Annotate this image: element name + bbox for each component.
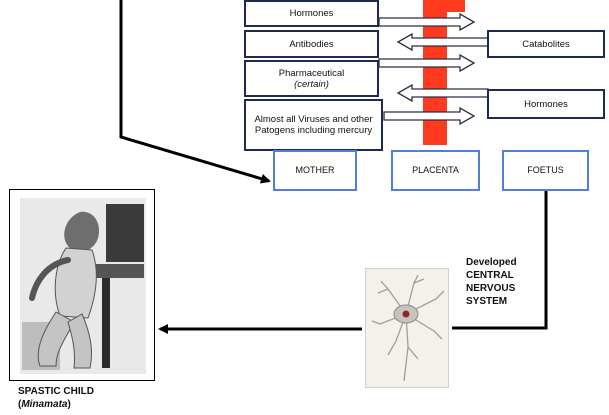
caption-title: SPASTIC CHILD [18,386,94,397]
caption-subtitle-line: (Minamata) [18,399,71,410]
arrow-hormones-right [378,12,476,32]
hormones-box: Hormones [244,0,379,27]
foetus-label: FOETUS [527,165,564,175]
arrow-hormones-left [396,83,489,103]
spastic-child-photo [9,189,155,381]
hormones-label: Hormones [289,8,334,19]
foetal-hormones-label: Hormones [524,98,568,110]
cns-line-4: SYSTEM [466,296,508,307]
foetus-box: FOETUS [502,150,589,191]
cns-line-1: Developed [466,257,517,268]
arrow-viruses-right [383,106,476,126]
antibodies-box: Antibodies [244,30,379,58]
child-photo-illustration [20,198,146,374]
exchange-arrows [378,12,489,126]
mother-label: MOTHER [295,165,335,175]
placenta-box: PLACENTA [391,150,480,191]
catabolites-box: Catabolites [487,30,605,58]
caption-subtitle: Minamata [21,399,68,410]
foetal-hormones-box: Hormones [487,89,605,119]
cns-line-3: NERVOUS [466,283,516,294]
viruses-box: Almost all Viruses and other Patogens in… [244,99,383,151]
pharmaceutical-box: Pharmaceutical (certain) [244,60,379,97]
antibodies-label: Antibodies [289,38,334,50]
arrow-antibodies-left [396,32,489,52]
mother-box: MOTHER [273,150,357,191]
pharmaceutical-note: (certain) [294,78,329,90]
foetus-connector [452,190,548,330]
pharmaceutical-label: Pharmaceutical [278,67,345,79]
arrow-to-mother [119,0,271,184]
catabolites-label: Catabolites [522,38,570,50]
neuron-illustration [371,274,445,382]
neuron-image [365,268,449,388]
cns-line-2: CENTRAL [466,270,514,281]
cns-label: Developed CENTRAL NERVOUS SYSTEM [466,256,517,308]
arrow-pharma-right [378,53,476,73]
viruses-label: Almost all Viruses and other Patogens in… [254,114,373,136]
photo-caption: SPASTIC CHILD (Minamata) [18,385,94,411]
placenta-label: PLACENTA [412,165,459,175]
